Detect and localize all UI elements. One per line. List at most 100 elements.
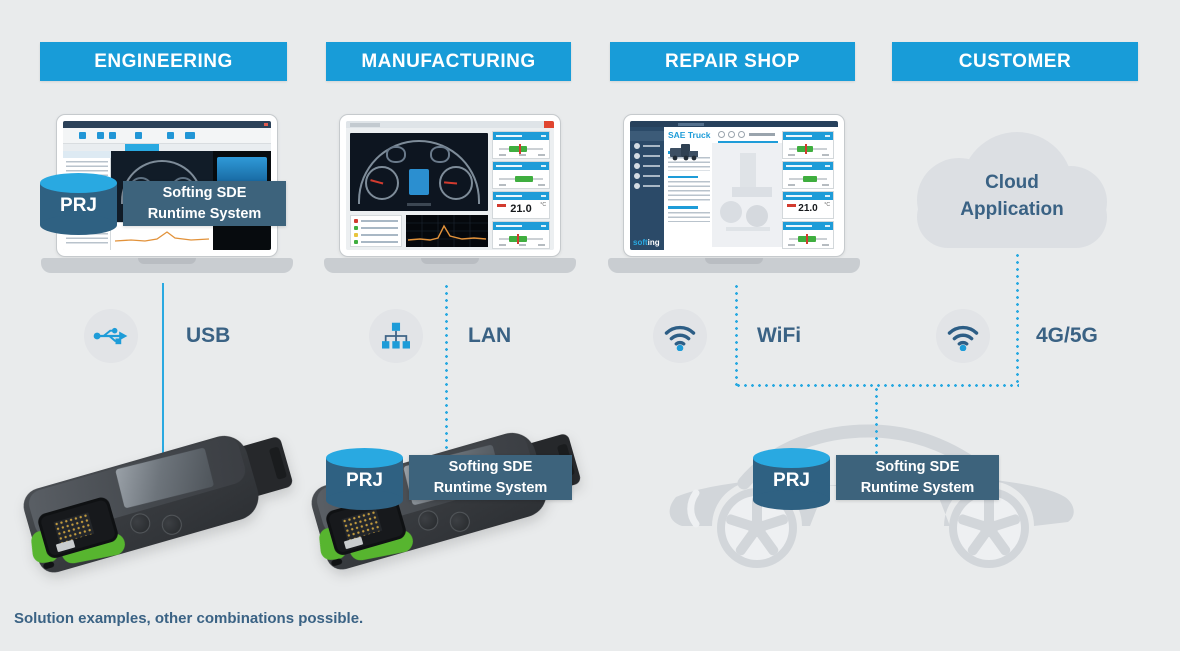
axle <box>726 227 770 231</box>
status-chip <box>354 226 358 230</box>
lan-connection-line <box>445 283 448 451</box>
cylinder-bottom <box>753 490 830 510</box>
car-body <box>669 478 1074 526</box>
prj-database-manufacturing: PRJ <box>326 448 403 510</box>
table-row <box>361 220 398 222</box>
active-tab <box>125 144 159 151</box>
window-titlebar <box>346 121 554 128</box>
lan-icon <box>382 322 410 349</box>
vci-dongle-engineering <box>19 420 300 577</box>
runtime-box-vehicle: Softing SDE Runtime System <box>836 455 999 500</box>
panel-body <box>783 170 833 188</box>
section-text <box>668 181 710 201</box>
limit-tick <box>519 144 521 154</box>
logo-part: soft <box>633 238 648 247</box>
sidebar-label <box>643 185 660 187</box>
prj-label: PRJ <box>346 470 383 491</box>
tool-icon <box>135 132 142 139</box>
refresh-icon <box>728 131 735 138</box>
runtime-line: Runtime System <box>433 479 548 496</box>
chassis-frame <box>732 187 772 197</box>
scale-number <box>538 154 545 156</box>
panel-header <box>783 162 833 170</box>
section-text <box>668 211 710 222</box>
wifi-icon <box>947 325 979 351</box>
connector-pins <box>341 509 383 541</box>
cluster-label <box>407 203 431 206</box>
car-connection-line <box>875 386 878 454</box>
value-bar <box>515 176 533 182</box>
scale-number <box>519 154 526 156</box>
panel-body <box>493 230 549 248</box>
sidebar-label <box>643 165 660 167</box>
laptop-notch <box>705 258 763 264</box>
window-tabs <box>350 122 380 127</box>
laptop-notch <box>421 258 479 264</box>
lan-label: LAN <box>468 324 512 347</box>
runtime-line: Softing SDE <box>448 459 533 476</box>
tool-icon <box>167 132 174 139</box>
scale-number <box>499 184 506 186</box>
scale-number <box>788 154 795 156</box>
scale-number <box>499 154 506 156</box>
tool-icon <box>185 132 195 139</box>
repair-screen: softing SAE Truck <box>630 121 838 250</box>
select-icon <box>634 143 640 149</box>
tool-icon <box>109 132 116 139</box>
runtime-line: Softing SDE <box>875 459 960 476</box>
window-titlebar <box>63 121 271 128</box>
settings-icon <box>634 173 640 179</box>
sidebar-label <box>643 175 660 177</box>
wheel-drum <box>720 201 742 223</box>
panel-header <box>493 132 549 140</box>
sensor-panel <box>492 131 550 159</box>
main-area: SAE Truck <box>664 127 782 250</box>
header-customer: CUSTOMER <box>892 42 1138 81</box>
table-header <box>63 151 111 158</box>
cloud-label-line: Cloud <box>985 172 1039 193</box>
scale-number <box>538 244 545 246</box>
limit-tick <box>517 234 519 244</box>
table-row <box>361 234 398 236</box>
close-icon <box>264 123 268 126</box>
wifi-label: WiFi <box>757 324 802 347</box>
titlebar-icons <box>678 122 704 126</box>
panel-body <box>783 230 833 248</box>
scale-number <box>822 244 829 246</box>
footnote: Solution examples, other combinations po… <box>14 610 364 627</box>
lan-icon-circle <box>369 309 423 363</box>
alarm-value <box>787 204 796 207</box>
sensor-panel <box>782 161 834 189</box>
scale-number <box>538 184 545 186</box>
trace-line <box>114 231 210 242</box>
cloud-connection-line <box>1016 252 1019 386</box>
runtime-line: Runtime System <box>860 479 975 496</box>
rear-wheel <box>949 488 1029 568</box>
cloud-application-label: Cloud Application <box>917 170 1107 223</box>
header-engineering: ENGINEERING <box>40 42 287 81</box>
gauge-needle <box>370 179 384 185</box>
value-bar <box>509 146 527 152</box>
instrument-cluster-view <box>350 133 488 211</box>
table-row <box>361 227 398 229</box>
laptop-notch <box>138 258 196 264</box>
trend-line <box>406 215 488 247</box>
scale-number <box>788 244 795 246</box>
signal-table <box>350 215 402 247</box>
header-manufacturing: MANUFACTURING <box>326 42 571 81</box>
limit-tick <box>805 144 807 154</box>
wifi-icon-circle <box>653 309 707 363</box>
trace-chart <box>111 222 213 250</box>
scale-number <box>788 184 795 186</box>
temperature-value: 21.0 <box>510 203 532 215</box>
cylinder-top <box>40 173 117 193</box>
softing-logo: softing <box>633 238 660 247</box>
laptop-base <box>324 258 576 273</box>
help-icon <box>634 183 640 189</box>
tool-icon <box>97 132 104 139</box>
chassis-3d-view <box>712 143 782 247</box>
